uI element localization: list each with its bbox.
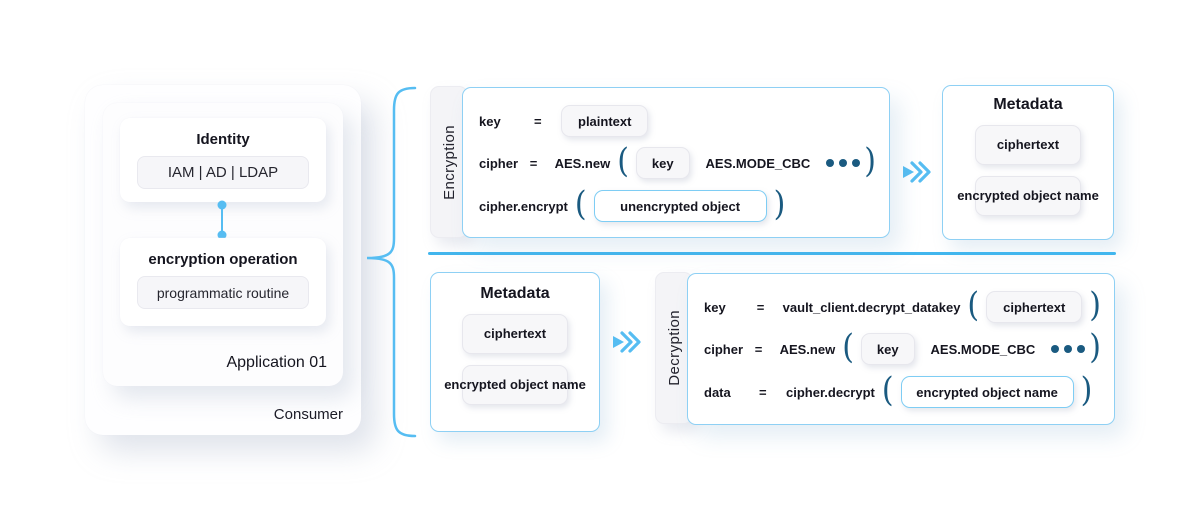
var-name: cipher	[479, 155, 519, 171]
encryption-operation-box: encryption operation programmatic routin…	[120, 238, 326, 326]
consumer-card: Identity IAM | AD | LDAP encryption oper…	[85, 85, 361, 435]
close-paren: )	[1089, 327, 1101, 367]
encrypted-object-name-chip: encrypted object name	[900, 376, 1074, 408]
equals-sign: =	[529, 155, 538, 171]
decryption-row-key: key = vault_client.decrypt_datakey ( cip…	[704, 285, 1108, 325]
mode-label: AES.MODE_CBC	[930, 341, 1036, 357]
var-name: data	[704, 384, 731, 400]
equals-sign: =	[756, 299, 765, 315]
close-paren: )	[773, 184, 786, 224]
identity-title: Identity	[196, 131, 250, 148]
ciphertext-chip: ciphertext	[462, 314, 568, 354]
open-paren: (	[574, 184, 587, 224]
row-divider	[428, 252, 1116, 255]
mode-label: AES.MODE_CBC	[705, 155, 811, 171]
identity-value-chip: IAM | AD | LDAP	[137, 156, 309, 189]
var-name: cipher	[704, 341, 744, 357]
ellipsis-icon	[1051, 345, 1086, 353]
close-paren: )	[864, 141, 876, 181]
identity-box: Identity IAM | AD | LDAP	[120, 118, 326, 202]
unencrypted-object-chip: unencrypted object	[593, 190, 767, 222]
key-chip: key	[635, 147, 690, 179]
encrypted-object-name-chip: encrypted object name	[444, 365, 586, 405]
encryption-row-encrypt: cipher.encrypt ( unencrypted object )	[479, 184, 883, 224]
decryption-row-cipher: cipher = AES.new ( key AES.MODE_CBC )	[704, 327, 1108, 367]
var-name: key	[479, 113, 501, 129]
encryption-output-metadata-box: Metadata ciphertext encrypted object nam…	[942, 85, 1114, 240]
close-paren: )	[1089, 285, 1101, 325]
open-paren: (	[881, 370, 894, 410]
decryption-box: key = vault_client.decrypt_datakey ( cip…	[687, 273, 1115, 425]
identity-operation-connector-icon	[217, 200, 227, 240]
metadata-title: Metadata	[480, 285, 550, 302]
decryption-tab: Decryption	[655, 272, 693, 424]
equals-sign: =	[534, 113, 542, 129]
function-name: cipher.decrypt	[786, 384, 875, 400]
open-paren: (	[617, 141, 629, 181]
operation-value-chip: programmatic routine	[137, 276, 309, 309]
open-paren: (	[967, 285, 980, 325]
function-name: AES.new	[554, 155, 611, 171]
ciphertext-chip: ciphertext	[975, 125, 1081, 165]
encryption-tab-label: Encryption	[440, 124, 458, 200]
function-name: cipher.encrypt	[479, 198, 568, 214]
operation-title: encryption operation	[148, 251, 298, 268]
close-paren: )	[1080, 370, 1093, 410]
application-label: Application 01	[226, 354, 327, 371]
function-name: AES.new	[779, 341, 836, 357]
consumer-label: Consumer	[273, 406, 343, 423]
var-name: key	[704, 299, 726, 315]
application-card: Identity IAM | AD | LDAP encryption oper…	[103, 103, 343, 386]
flow-arrow-right-icon	[613, 331, 641, 353]
metadata-title: Metadata	[993, 96, 1063, 113]
encryption-row-cipher: cipher = AES.new ( key AES.MODE_CBC )	[479, 141, 883, 181]
flow-arrow-right-icon	[903, 161, 931, 183]
decryption-input-metadata-box: Metadata ciphertext encrypted object nam…	[430, 272, 600, 432]
equals-sign: =	[759, 384, 767, 400]
open-paren: (	[842, 327, 854, 367]
curly-brace-icon	[366, 86, 417, 438]
function-name: vault_client.decrypt_datakey	[782, 299, 961, 315]
equals-sign: =	[754, 341, 763, 357]
plaintext-chip: plaintext	[561, 105, 649, 137]
decryption-row-decrypt: data = cipher.decrypt ( encrypted object…	[704, 370, 1108, 410]
encryption-box: key = plaintext cipher = AES.new ( key A…	[462, 87, 890, 238]
encrypted-object-name-chip: encrypted object name	[957, 176, 1099, 216]
ciphertext-chip: ciphertext	[986, 291, 1083, 323]
encryption-row-key: key = plaintext	[479, 104, 883, 138]
ellipsis-icon	[826, 159, 861, 167]
key-chip: key	[860, 333, 915, 365]
decryption-tab-label: Decryption	[665, 310, 683, 386]
